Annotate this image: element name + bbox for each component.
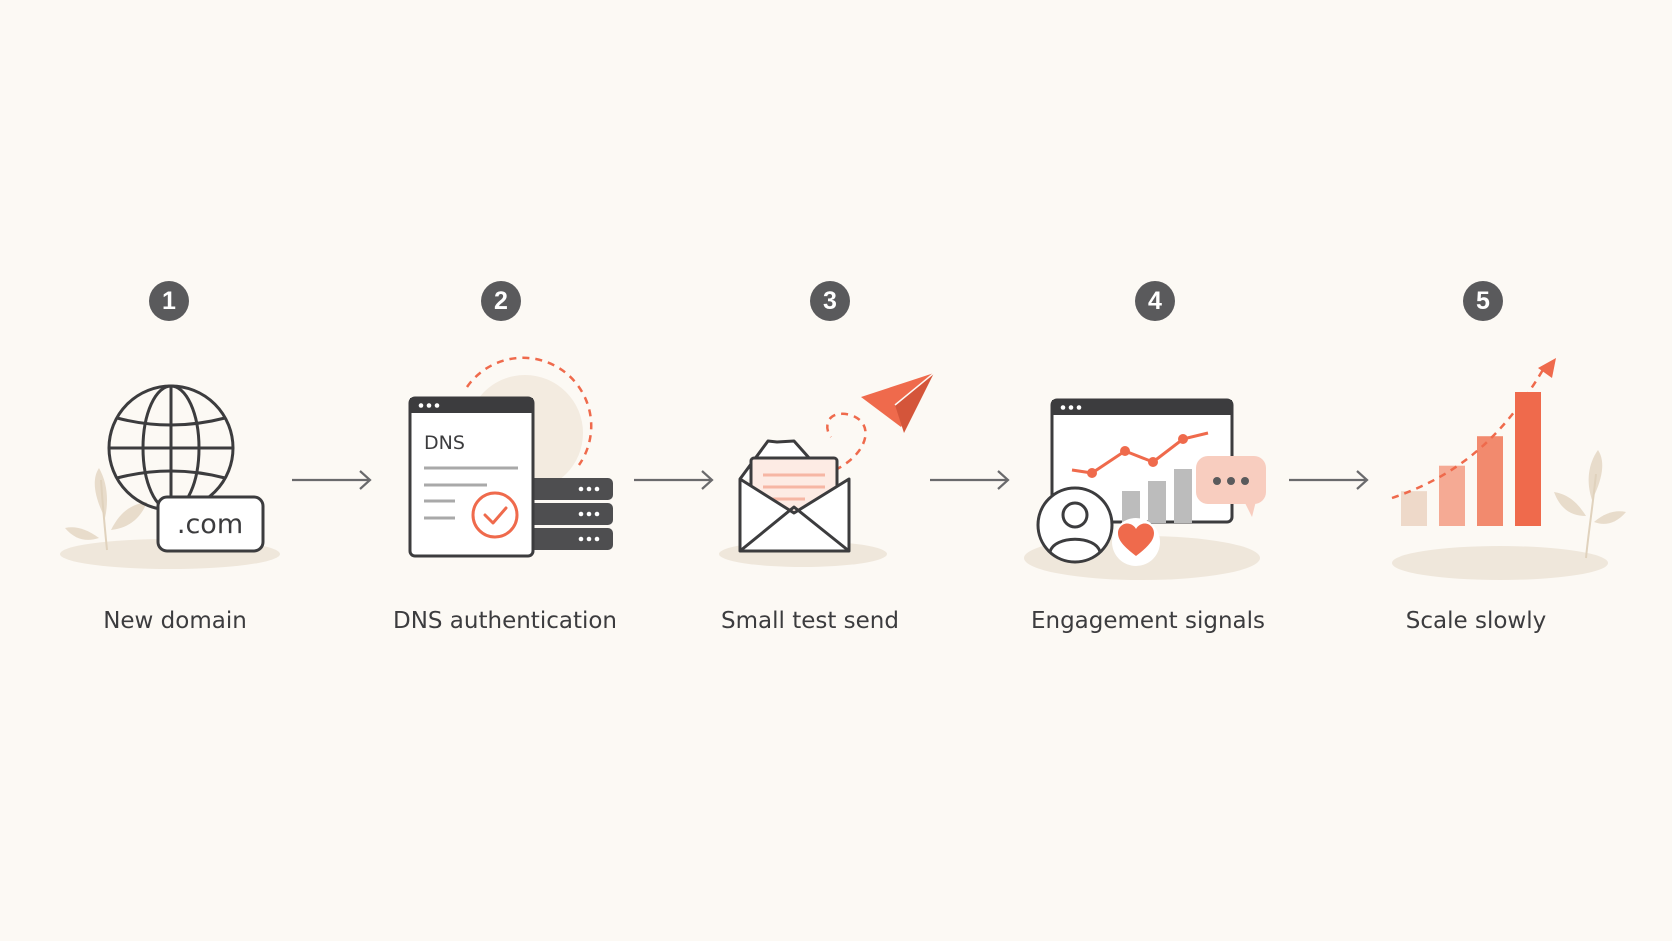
heart-icon bbox=[1112, 518, 1160, 566]
growing-bars-icon bbox=[1391, 358, 1626, 580]
arrow-3-to-4-icon bbox=[930, 470, 1010, 490]
domain-tag-text: .com bbox=[177, 509, 243, 540]
dns-document-icon: DNS bbox=[408, 356, 613, 558]
growth-bar bbox=[1401, 491, 1427, 526]
step-3-badge: 3 bbox=[810, 281, 850, 321]
growth-bar bbox=[1477, 436, 1503, 526]
step-1-label: New domain bbox=[103, 608, 247, 634]
step-1-badge: 1 bbox=[149, 281, 189, 321]
chat-bubble-icon bbox=[1196, 456, 1266, 517]
user-avatar-icon bbox=[1036, 486, 1114, 564]
bar-chart-icon bbox=[1122, 469, 1192, 523]
trend-arrowhead-icon bbox=[1538, 358, 1556, 378]
globe-icon: .com bbox=[60, 384, 280, 569]
arrow-1-to-2-icon bbox=[292, 470, 372, 490]
step-4-badge: 4 bbox=[1135, 281, 1175, 321]
step-5-badge: 5 bbox=[1463, 281, 1503, 321]
server-stack-icon bbox=[523, 478, 613, 550]
trend-line-icon bbox=[1071, 431, 1209, 478]
step-3-label: Small test send bbox=[721, 608, 899, 634]
paper-plane-icon bbox=[861, 372, 935, 433]
arrow-4-to-5-icon bbox=[1289, 470, 1369, 490]
step-2-badge: 2 bbox=[481, 281, 521, 321]
dns-label-text: DNS bbox=[424, 432, 465, 454]
analytics-window-icon bbox=[1024, 398, 1266, 580]
step-5-label: Scale slowly bbox=[1405, 608, 1547, 634]
step-4-label: Engagement signals bbox=[1030, 608, 1266, 634]
envelope-paper-plane-icon bbox=[719, 372, 935, 567]
step-2-label: DNS authentication bbox=[392, 608, 618, 634]
growth-bar bbox=[1515, 392, 1541, 526]
bars-group bbox=[1401, 392, 1541, 526]
arrow-2-to-3-icon bbox=[634, 470, 714, 490]
